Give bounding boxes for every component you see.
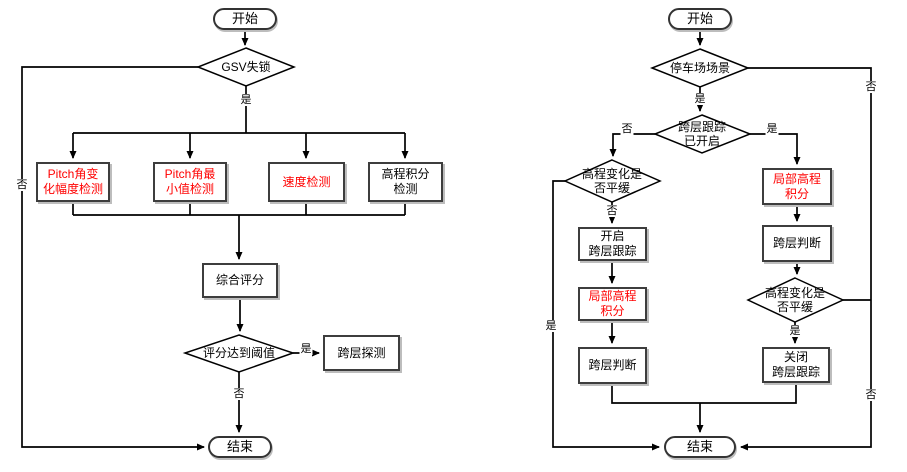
- elevation-smooth-line1: 高程变化是: [581, 167, 643, 181]
- elevation-integral-detect-box: 高程积分 检测: [368, 162, 443, 202]
- edge-label-no: 否: [15, 179, 29, 191]
- local-elevation-integral-box-right: 局部高程 积分: [762, 168, 832, 205]
- pitch-change-line1: Pitch角变: [47, 167, 99, 181]
- cross-layer-judge-label: 跨层判断: [772, 236, 821, 250]
- edge-label-yes: 是: [788, 325, 802, 337]
- end-terminal-right: 结束: [664, 436, 736, 458]
- edge-gsv-no-loop: [21, 66, 205, 451]
- local-elevation-line2: 积分: [600, 304, 625, 318]
- score-threshold-decision-label: 评分达到阈值: [202, 346, 276, 360]
- start-terminal-right: 开始: [668, 8, 732, 30]
- pitch-min-line1: Pitch角最: [164, 167, 216, 181]
- local-elevation-integral-box-left: 局部高程 积分: [578, 287, 647, 321]
- pitch-change-detect-box: Pitch角变 化幅度检测: [36, 162, 110, 202]
- parking-scene-decision-label: 停车场场景: [669, 61, 731, 75]
- cross-layer-detect-label: 跨层探测: [337, 345, 386, 360]
- tracking-enabled-decision-label: 跨层跟踪 已开启: [678, 120, 726, 148]
- local-elevation-line2: 积分: [784, 186, 809, 201]
- local-elevation-line1: 局部高程: [772, 171, 821, 186]
- edge-label-yes: 是: [765, 123, 779, 135]
- end-terminal-left: 结束: [208, 436, 272, 458]
- edge-parking-no-loop: [740, 67, 872, 451]
- end-label-right: 结束: [686, 439, 713, 454]
- diamond-tracking-enabled: [652, 114, 753, 154]
- elevation-smooth-right-decision-label: 高程变化是 否平缓: [765, 286, 825, 314]
- edge-label-no: 否: [864, 389, 878, 401]
- elevation-smooth-left-decision-label: 高程变化是 否平缓: [582, 167, 642, 195]
- start-terminal-left: 开始: [213, 8, 277, 30]
- cross-layer-judge-label: 跨层判断: [588, 358, 637, 372]
- edge-tracking-no: [609, 133, 655, 157]
- edge-label-no: 否: [620, 123, 634, 135]
- elevation-smooth-line2: 否平缓: [593, 181, 631, 195]
- start-label: 开始: [231, 11, 258, 26]
- cross-layer-detect-box: 跨层探测: [323, 335, 400, 371]
- local-elevation-line1: 局部高程: [588, 289, 637, 303]
- cross-layer-judge-box-left: 跨层判断: [578, 347, 647, 384]
- score-label: 综合评分: [215, 273, 264, 287]
- edge-smooth-left-yes: [552, 180, 660, 451]
- edge-label-yes: 是: [544, 320, 558, 332]
- edge-label-yes: 是: [299, 343, 313, 355]
- edge-label-yes: 是: [239, 94, 253, 106]
- start-label-right: 开始: [686, 11, 713, 26]
- open-tracking-line1: 开启: [600, 229, 625, 243]
- speed-detect-box: 速度检测: [268, 162, 345, 202]
- elevation-line1: 高程积分: [381, 167, 430, 181]
- elevation-smooth-line1: 高程变化是: [764, 286, 826, 300]
- close-tracking-line1: 关闭: [783, 350, 808, 364]
- elevation-line2: 检测: [393, 182, 418, 196]
- pitch-min-line2: 小值检测: [165, 182, 214, 196]
- edge-tracking-yes: [750, 133, 801, 165]
- open-tracking-line2: 跨层跟踪: [588, 244, 637, 258]
- edge-label-yes: 是: [693, 93, 707, 105]
- end-label-left: 结束: [226, 439, 253, 454]
- edge-label-no: 否: [864, 81, 878, 93]
- cross-layer-judge-box-right: 跨层判断: [762, 225, 832, 262]
- pitch-min-detect-box: Pitch角最 小值检测: [153, 162, 227, 202]
- tracking-enabled-line1: 跨层跟踪: [677, 120, 727, 134]
- edge-label-no: 否: [605, 205, 619, 217]
- elevation-smooth-line2: 否平缓: [776, 300, 814, 314]
- open-tracking-box: 开启 跨层跟踪: [578, 227, 647, 261]
- edge-close-merge: [700, 383, 797, 404]
- speed-detect-label: 速度检测: [282, 174, 331, 189]
- gsv-lost-decision-label: GSV失锁: [221, 60, 271, 74]
- pitch-change-line2: 化幅度检测: [42, 182, 103, 196]
- tracking-enabled-line2: 已开启: [683, 134, 721, 148]
- close-tracking-box: 关闭 跨层跟踪: [762, 347, 830, 383]
- edge-label-no: 否: [232, 388, 246, 400]
- close-tracking-line2: 跨层跟踪: [771, 365, 820, 379]
- edge-judge-left-merge: [611, 384, 700, 404]
- score-box: 综合评分: [202, 263, 278, 298]
